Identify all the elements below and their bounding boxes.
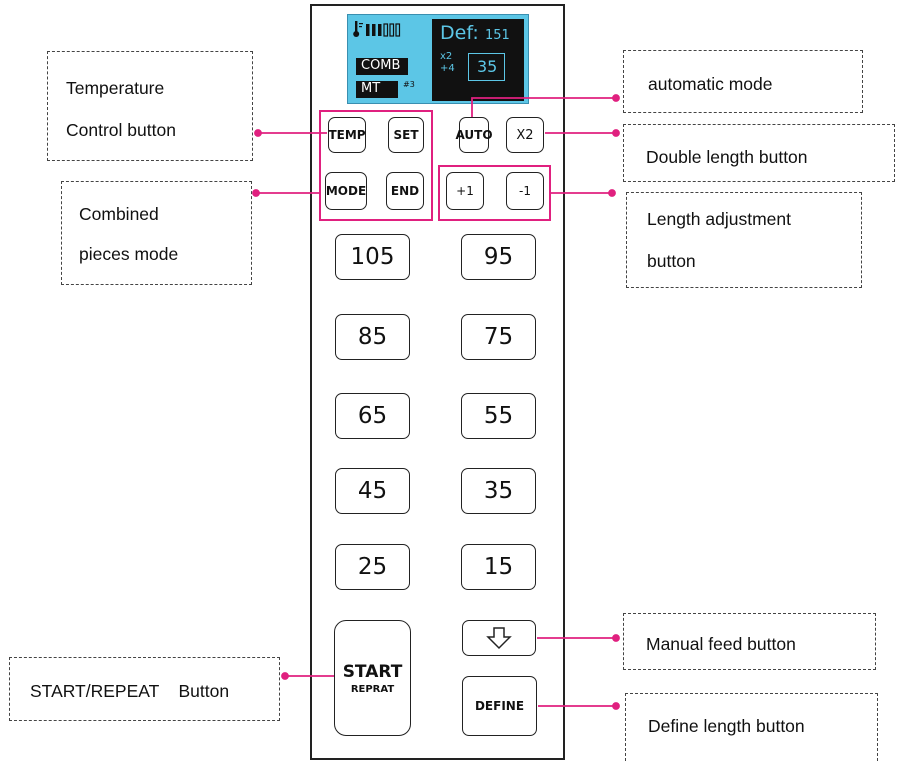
length-value: 35	[477, 57, 498, 76]
mt-sub: #3	[403, 80, 415, 89]
callout-automatic-text: automatic mode	[648, 74, 773, 94]
lcd-screen: COMB MT #3 Def: 151 x2 +4 35	[347, 14, 529, 104]
length-adjust-highlight	[438, 165, 551, 221]
callout-combined: Combined pieces mode	[61, 181, 252, 285]
plus1-button[interactable]: +1	[446, 172, 484, 210]
mode-text: COMB	[361, 58, 401, 73]
length-value-box: 35	[468, 53, 505, 81]
down-arrow-icon	[486, 627, 512, 650]
start-repeat-button[interactable]: START REPRAT	[334, 620, 411, 736]
preset-35-button[interactable]: 35	[461, 468, 536, 514]
temp-mode-highlight	[319, 110, 433, 221]
temp-button[interactable]: TEMP	[328, 117, 366, 153]
define-button[interactable]: DEFINE	[462, 676, 537, 736]
preset-105-button[interactable]: 105	[335, 234, 410, 280]
callout-manual-feed: Manual feed button	[623, 613, 876, 670]
preset-95-button[interactable]: 95	[461, 234, 536, 280]
callout-start-text: START/REPEAT Button	[30, 681, 230, 701]
callout-length-line2: button	[647, 251, 696, 271]
thermometer-icon	[353, 21, 401, 37]
repeat-label: REPRAT	[350, 683, 395, 695]
callout-define: Define length button	[625, 693, 878, 761]
preset-85-button[interactable]: 85	[335, 314, 410, 360]
preset-55-button[interactable]: 55	[461, 393, 536, 439]
def-value: 151	[485, 28, 510, 43]
preset-45-button[interactable]: 45	[335, 468, 410, 514]
callout-length-adjust: Length adjustment button	[626, 192, 862, 288]
callout-manual-text: Manual feed button	[646, 634, 796, 654]
minus1-button[interactable]: -1	[506, 172, 544, 210]
mode-display: COMB	[356, 58, 408, 75]
callout-temperature-line2: Control button	[66, 120, 176, 140]
preset-15-button[interactable]: 15	[461, 544, 536, 590]
preset-65-button[interactable]: 65	[335, 393, 410, 439]
mt-text: MT	[361, 81, 381, 96]
preset-25-button[interactable]: 25	[335, 544, 410, 590]
callout-combined-line2: pieces mode	[79, 244, 179, 264]
callout-define-text: Define length button	[648, 716, 805, 736]
set-button[interactable]: SET	[388, 117, 424, 153]
callout-automatic: automatic mode	[623, 50, 863, 113]
auto-button[interactable]: AUTO	[455, 117, 493, 153]
end-button[interactable]: END	[386, 172, 424, 210]
manual-feed-button[interactable]	[462, 620, 536, 656]
x2-indicator: x2	[440, 51, 453, 62]
callout-length-line1: Length adjustment	[647, 209, 791, 229]
plus4-indicator: +4	[440, 63, 455, 74]
callout-temperature: Temperature Control button	[47, 51, 253, 161]
mode-button[interactable]: MODE	[325, 172, 367, 210]
start-label: START	[342, 661, 403, 682]
callout-double-text: Double length button	[646, 147, 808, 167]
callout-double-length: Double length button	[623, 124, 895, 182]
def-label: Def:	[440, 22, 479, 44]
mt-display: MT	[356, 81, 398, 98]
x2-button[interactable]: X2	[506, 117, 544, 153]
callout-temperature-line1: Temperature	[66, 78, 165, 98]
preset-75-button[interactable]: 75	[461, 314, 536, 360]
callout-start-repeat: START/REPEAT Button	[9, 657, 280, 721]
callout-combined-line1: Combined	[79, 204, 159, 224]
length-display: Def: 151 x2 +4 35	[432, 19, 524, 101]
